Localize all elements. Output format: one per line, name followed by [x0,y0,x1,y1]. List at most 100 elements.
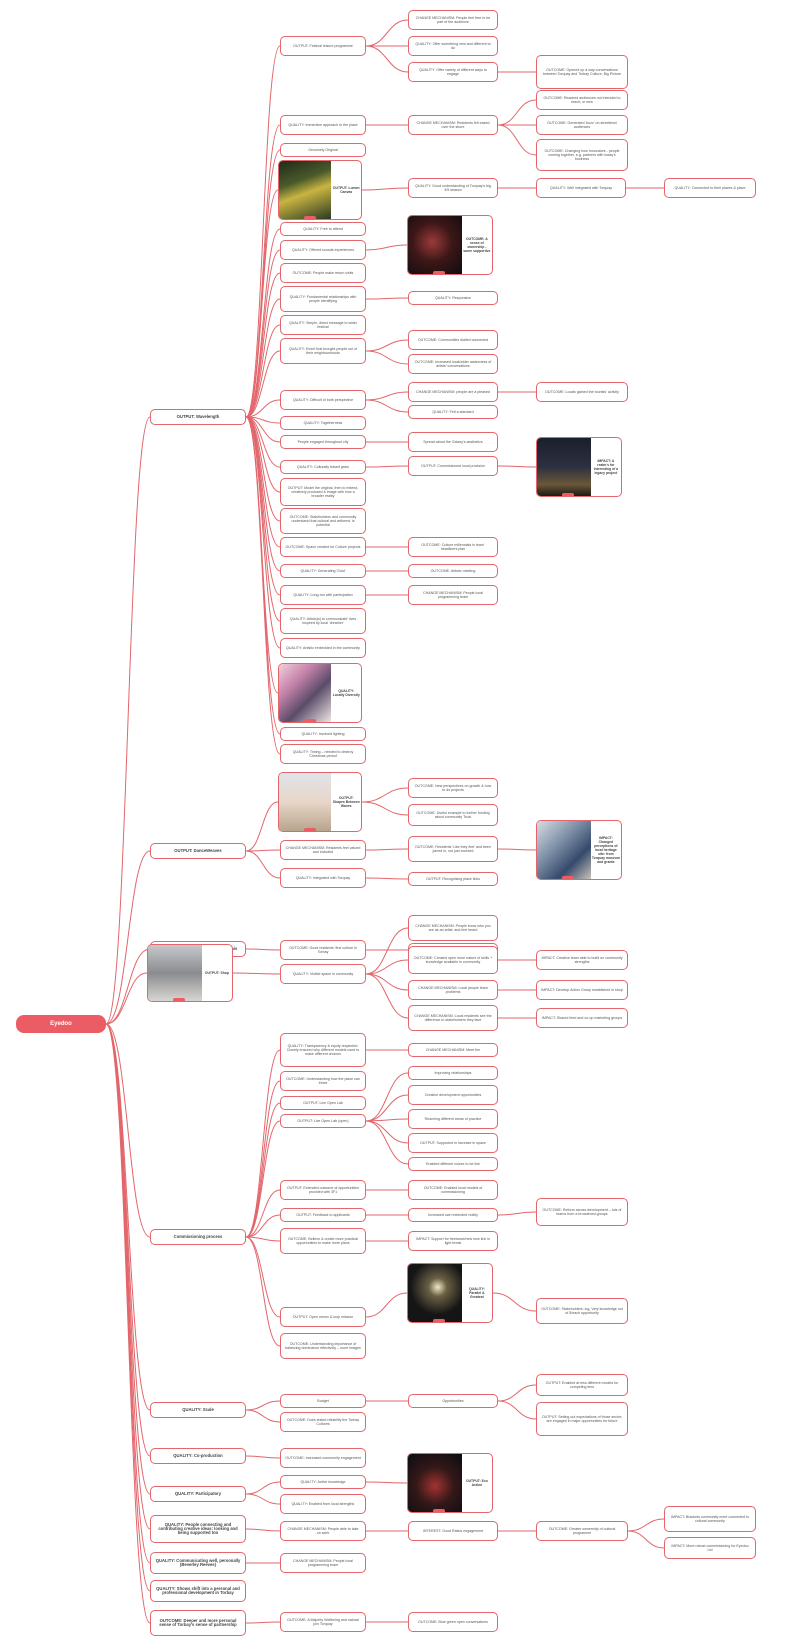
proc-q2[interactable]: OUTCOME: Understanding how the place can… [280,1071,366,1091]
coprod-outcome[interactable]: OUTCOME: Increased community engagement [280,1448,366,1468]
proc-q9[interactable]: OUTCOME: Understanding importance of bal… [280,1333,366,1359]
wave-a2o1[interactable]: OUTCOME: Reached audiences not intended … [536,90,628,110]
wave-a14[interactable]: OUTPUT: Model the original, then to exte… [280,478,366,506]
part-b[interactable]: QUALITY: Enabled from local strengths [280,1494,366,1514]
wave-a17o[interactable]: OUTCOME: Artistic meeting [408,564,498,578]
wave-p1c[interactable]: QUALITY: Good understanding of Torquay's… [408,178,498,198]
dance-d2o[interactable]: OUTPUT: Recognising place links [408,872,498,886]
dance-d1o[interactable]: OUTCOME: Residents 'Like they feel' and … [408,836,498,862]
communic-c[interactable]: CHANGE MECHANISM: People local programmi… [280,1553,366,1573]
wave-a11[interactable]: QUALITY: Togetherness [280,416,366,430]
dance-p5o1[interactable]: OUTCOME: New perspectives on growth & ho… [408,778,498,798]
category-participatory[interactable]: QUALITY: Participatory [150,1486,246,1502]
proc-q7[interactable]: OUTCOME: Believe & create more practical… [280,1228,366,1254]
proc-q5o[interactable]: OUTCOME: Enabled local models of commiss… [408,1180,498,1200]
image-diversity[interactable]: QUALITY: Locally Diversity [278,663,362,723]
category-scale[interactable]: QUALITY: Scale [150,1402,246,1418]
image-perceptions[interactable]: IMPACT: Changed perceptions of local her… [536,820,622,880]
proc-q3[interactable]: OUTPUT: Live Open Lab [280,1096,366,1110]
image-parallel[interactable]: QUALITY: Parallel & Greatest [407,1263,493,1323]
image-shop[interactable]: OUTPUT: Shop [147,944,233,1002]
connect-i[interactable]: INTEREST: Good Ratios engagement [408,1521,498,1541]
wave-a10c1[interactable]: CHANGE MECHANISM: people are a pleased [408,382,498,402]
part-a[interactable]: QUALITY: Active knowledge [280,1475,366,1489]
proc-q4b[interactable]: Creative development opportunities [408,1085,498,1105]
category-shift[interactable]: QUALITY: Shows shift into a personal and… [150,1580,246,1602]
shop-c2[interactable]: OUTCOME: Created open more nature of ski… [408,946,498,974]
dance-d1[interactable]: CHANGE MECHANISM: Residents feel valued … [280,840,366,860]
category-commissioning-process[interactable]: Commissioning process [150,1229,246,1245]
shop-c4[interactable]: CHANGE MECHANISM: Local residents see th… [408,1005,498,1031]
proc-q6c[interactable]: Increased own extended reality [408,1208,498,1222]
wave-a5[interactable]: QUALITY: Offered sounds experiences [280,240,366,260]
connect-o[interactable]: OUTCOME: Greater ownership of cultural p… [536,1521,628,1541]
galaxy-o2[interactable]: OUTCOME: Blue green open conversations [408,1612,498,1632]
wave-a10[interactable]: QUALITY: Difficult of both perspective [280,390,366,410]
wave-a22[interactable]: QUALITY: Timing – needed to destroy 'Chr… [280,744,366,764]
image-eco-action[interactable]: OUTPUT: Eco Action [407,1453,493,1513]
wave-a7q[interactable]: QUALITY: Responsive [408,291,498,305]
wave-p1q[interactable]: QUALITY: Well integrated with Torquay [536,178,626,198]
shop-c4i[interactable]: IMPACT: Shared feed and co-op marketing … [536,1008,628,1028]
wave-a1c2[interactable]: QUALITY: Offer something new and differe… [408,36,498,56]
proc-q5[interactable]: OUTPUT: Extended outcome of opportunitie… [280,1180,366,1200]
root-node[interactable]: Eyedoo [16,1015,106,1033]
wave-a16[interactable]: OUTCOME: Space created for Culture proje… [280,537,366,557]
wave-a4[interactable]: QUALITY: Free to attend [280,222,366,236]
proc-q4c[interactable]: Reaching different areas of practice [408,1109,498,1129]
dance-d2[interactable]: QUALITY: Integrated with Torquay [280,868,366,888]
wave-a17[interactable]: QUALITY: Generating 'Gold' [280,564,366,578]
wave-a1[interactable]: OUTPUT: Festival leisure programme [280,36,366,56]
wave-a20[interactable]: QUALITY: Artistic embedded in the commun… [280,638,366,658]
category-galaxy-outcome[interactable]: OUTCOME: Deeper and more personal sense … [150,1610,246,1636]
connect-c[interactable]: CHANGE MECHANISM: People able to take on… [280,1521,366,1541]
wave-a8[interactable]: QUALITY: Simple, direct message to wider… [280,315,366,335]
scale-outcome[interactable]: OUTCOME: Does tested reliability the Tor… [280,1412,366,1432]
connect-i2[interactable]: IMPACT: More robust commissioning for Ey… [664,1537,756,1559]
proc-q8[interactable]: OUTPUT: Open memo & loop mission [280,1307,366,1327]
proc-q4[interactable]: OUTPUT: Live Open Lab (open) [280,1114,366,1128]
connect-i1[interactable]: IMPACT: Brackets community more connecte… [664,1506,756,1532]
wave-a9o1[interactable]: OUTCOME: Communities dialled connected [408,330,498,350]
proc-p8o[interactable]: OUTCOME: Stakeholders: log, Very knowled… [536,1298,628,1324]
scale-budget[interactable]: Budget [280,1394,366,1408]
proc-q4d[interactable]: OUTPUT: Supported in increase in space [408,1133,498,1153]
proc-q4e[interactable]: Enabled different voices to be link [408,1157,498,1171]
wave-a9[interactable]: QUALITY: Event that brought people out o… [280,338,366,364]
wave-a13c[interactable]: OUTPUT: Commissioned local provision [408,456,498,476]
category-communicating[interactable]: QUALITY: Communicating well, personally … [150,1552,246,1574]
wave-a7[interactable]: QUALITY: Fundamental relationships with … [280,286,366,312]
wave-a3[interactable]: Genuinely Original [280,143,366,157]
wave-p1q2[interactable]: QUALITY: Connected to their places & pla… [664,178,756,198]
wave-a19[interactable]: QUALITY: Artists(s) to communicate' live… [280,608,366,634]
wave-a12c[interactable]: Spread about the Galaxy's aesthetics [408,432,498,452]
category-co-production[interactable]: QUALITY: Co-production [150,1448,246,1464]
proc-q7i[interactable]: IMPACT: Support for freelance/new new li… [408,1231,498,1251]
image-ownership[interactable]: OUTCOME: A sense of ownership - some sup… [407,215,493,275]
proc-q1c[interactable]: CHANGE MECHANISM: Meet the [408,1043,498,1057]
dance-p5o2[interactable]: OUTCOME: Useful example to further fundi… [408,804,498,826]
wave-a18c[interactable]: CHANGE MECHANISM: People local programmi… [408,585,498,605]
wave-a10c2[interactable]: QUALITY: Felt a standard [408,405,498,419]
wave-a2c[interactable]: CHANGE MECHANISM: Residents felt eased o… [408,115,498,135]
wave-a2o2[interactable]: OUTCOME: Generated 'buzz' on streetlevel… [536,115,628,135]
galaxy-o[interactable]: OUTCOME: A Majority Wellbeing and natura… [280,1612,366,1632]
wave-a6[interactable]: OUTCOME: People make return visits [280,263,366,283]
scale-opp2[interactable]: OUTPUT: Setting out expectations of thos… [536,1402,628,1436]
proc-q6o[interactable]: OUTCOME: Reform across development – lot… [536,1198,628,1226]
wave-a12[interactable]: People engaged throughout city [280,435,366,449]
wave-a1c1[interactable]: CHANGE MECHANISM: People feel free to be… [408,10,498,30]
category-wavelength[interactable]: OUTPUT: Wavelength [150,409,246,425]
category-danceweaves[interactable]: OUTPUT: DanceWeaves [150,843,246,859]
proc-q1[interactable]: QUALITY: Transparency & equity respected… [280,1033,366,1067]
proc-q6[interactable]: OUTPUT: Feedback to applicants [280,1208,366,1222]
wave-a16o[interactable]: OUTCOME: Culture millennials in team' he… [408,537,498,557]
timing-outcome[interactable]: OUTCOME: Good residents' first culture i… [280,940,366,960]
wave-a15[interactable]: OUTCOME: Stakeholders and community unde… [280,508,366,534]
wave-a13[interactable]: QUALITY: Culturally based gram [280,460,366,474]
image-shapes-between-waves[interactable]: OUTPUT: Shapes Between Waves [278,772,362,832]
wave-a2[interactable]: QUALITY: Immersive approach to the place [280,115,366,135]
shop-c1[interactable]: CHANGE MECHANISM: People know who you ar… [408,915,498,941]
category-connecting[interactable]: QUALITY: People connecting and contribut… [150,1515,246,1543]
image-legacy[interactable]: IMPACT: A realm's for interesting of a l… [536,437,622,497]
